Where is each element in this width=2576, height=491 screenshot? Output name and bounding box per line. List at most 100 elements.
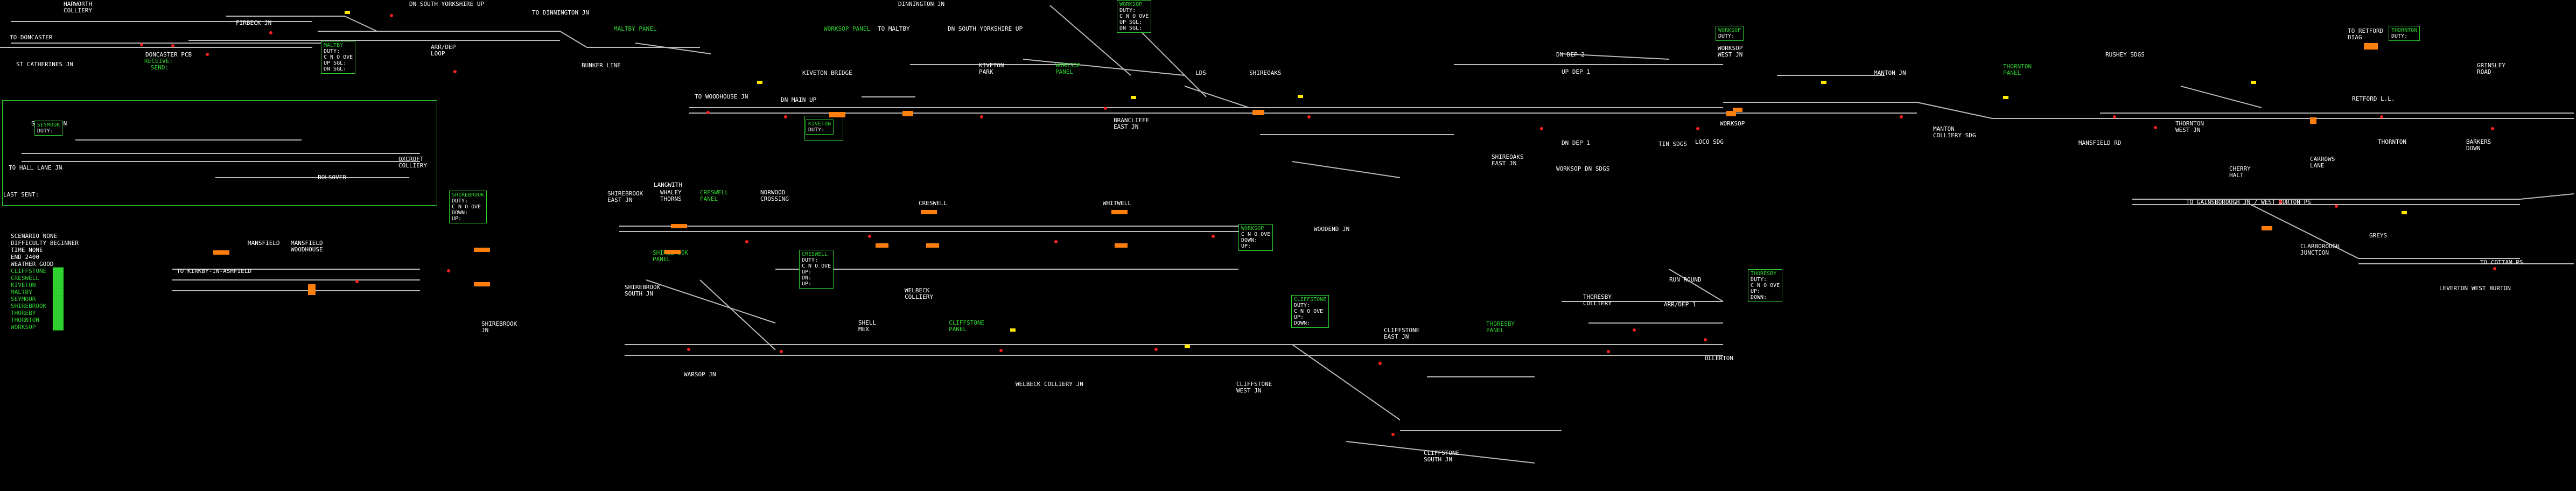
occupied-track-segment[interactable] — [308, 284, 316, 295]
box-entry[interactable]: THOREBY███ — [11, 310, 64, 317]
signal-red-icon[interactable] — [2154, 126, 2157, 129]
panel-duty: DUTY: — [1751, 277, 1767, 283]
signal-red-icon[interactable] — [2113, 115, 2116, 118]
track-segment — [699, 279, 776, 350]
occupied-track-segment[interactable] — [1733, 108, 1742, 112]
occupied-track-segment[interactable] — [213, 250, 229, 255]
signal-red-icon[interactable] — [390, 14, 393, 17]
occupied-track-segment[interactable] — [671, 224, 687, 228]
signal-yellow-icon[interactable] — [1821, 81, 1826, 84]
signal-red-icon[interactable] — [1054, 240, 1058, 243]
signal-red-icon[interactable] — [687, 348, 690, 351]
box-entry[interactable]: THORNTON███ — [11, 317, 64, 324]
occupied-track-segment[interactable] — [2262, 226, 2272, 230]
signal-red-icon[interactable] — [868, 235, 871, 238]
signal-red-icon[interactable] — [1104, 107, 1107, 110]
signal-yellow-icon[interactable] — [1298, 95, 1303, 98]
signal-yellow-icon[interactable] — [1185, 345, 1190, 348]
box-entry[interactable]: SEYMOUR███ — [11, 296, 64, 303]
signal-red-icon[interactable] — [1696, 127, 1699, 130]
signal-red-icon[interactable] — [1212, 235, 1215, 238]
occupied-track-segment[interactable] — [1726, 111, 1736, 116]
signal-red-icon[interactable] — [1540, 127, 1543, 130]
signal-yellow-icon[interactable] — [2251, 81, 2256, 84]
signal-yellow-icon[interactable] — [2402, 211, 2407, 214]
signal-red-icon[interactable] — [780, 350, 783, 353]
track-segment — [2519, 193, 2574, 200]
occupied-track-segment[interactable] — [902, 111, 913, 116]
signal-red-icon[interactable] — [1704, 338, 1707, 341]
occupied-track-segment[interactable] — [829, 112, 845, 117]
panel-row: DOWN: — [1751, 294, 1767, 300]
signal-red-icon[interactable] — [171, 44, 174, 47]
location-label-west-burton: WEST BURTON — [2472, 285, 2511, 292]
signal-red-icon[interactable] — [447, 269, 450, 272]
signal-red-icon[interactable] — [1391, 433, 1395, 436]
occupied-track-segment[interactable] — [2310, 117, 2316, 124]
occupied-track-segment[interactable] — [1111, 210, 1128, 214]
box-duty-indicator: ███ — [53, 268, 64, 275]
signal-red-icon[interactable] — [269, 31, 272, 34]
box-entry[interactable]: CRESWELL███ — [11, 275, 64, 282]
location-label-harworth: HARWORTH COLLIERY — [64, 1, 92, 14]
box-entry[interactable]: MALTBY███ — [11, 289, 64, 296]
location-label-to-gainsborough: TO GAINSBOROUGH JN / WEST BURTON PS — [2186, 199, 2311, 206]
signal-red-icon[interactable] — [999, 349, 1003, 352]
signal-red-icon[interactable] — [1633, 328, 1636, 332]
occupied-track-segment[interactable] — [876, 243, 888, 248]
signal-red-icon[interactable] — [206, 53, 209, 56]
signal-red-icon[interactable] — [784, 115, 787, 118]
signal-red-icon[interactable] — [980, 115, 983, 118]
signal-red-icon[interactable] — [1378, 362, 1382, 365]
signal-red-icon[interactable] — [2279, 200, 2282, 204]
signal-red-icon[interactable] — [1307, 115, 1311, 118]
signal-red-icon[interactable] — [453, 70, 457, 73]
location-label-greys: GREYS — [2369, 232, 2388, 239]
occupied-track-segment[interactable] — [474, 282, 490, 286]
location-label-worksop-panel-b: WORKSOP PANEL — [1055, 62, 1081, 75]
signal-red-icon[interactable] — [2493, 267, 2496, 270]
signal-yellow-icon[interactable] — [2003, 96, 2008, 99]
box-entry[interactable]: KIVETON███ — [11, 282, 64, 289]
occupied-track-segment[interactable] — [664, 250, 681, 254]
signal-red-icon[interactable] — [1900, 115, 1903, 118]
signal-red-icon[interactable] — [2491, 127, 2494, 130]
signal-yellow-icon[interactable] — [757, 81, 762, 84]
signal-red-icon[interactable] — [140, 43, 143, 46]
signal-yellow-icon[interactable] — [345, 11, 350, 14]
location-label-cliffstone-west: CLIFFSTONE WEST JN — [1236, 381, 1272, 394]
signal-red-icon[interactable] — [2380, 115, 2383, 118]
occupied-track-segment[interactable] — [921, 210, 937, 214]
location-label-thornton-panel: THORNTON PANEL — [2003, 63, 2032, 76]
occupied-track-segment[interactable] — [474, 248, 490, 252]
signal-red-icon[interactable] — [355, 280, 359, 283]
signal-red-icon[interactable] — [1607, 350, 1610, 353]
signal-red-icon[interactable] — [706, 111, 710, 114]
box-entry[interactable]: WORKSOP███ — [11, 324, 64, 331]
occupied-track-segment[interactable] — [926, 243, 939, 248]
box-duty-indicator: ███ — [53, 289, 64, 296]
signal-red-icon[interactable] — [1154, 348, 1158, 351]
box-entry[interactable]: SHIREBROOK███ — [11, 303, 64, 310]
occupied-track-segment[interactable] — [2364, 43, 2378, 50]
signal-red-icon[interactable] — [745, 240, 748, 243]
box-entry[interactable]: CLIFFSTONE███ — [11, 268, 64, 275]
signal-red-icon[interactable] — [2335, 205, 2338, 208]
signal-yellow-icon[interactable] — [1131, 96, 1136, 99]
occupied-track-segment[interactable] — [1115, 243, 1128, 248]
occupied-track-segment[interactable] — [1252, 110, 1264, 115]
signal-yellow-icon[interactable] — [1010, 328, 1016, 332]
panel-row: UP: — [1241, 243, 1251, 249]
location-label-cliffstone-south: CLIFFSTONE SOUTH JN — [1424, 450, 1460, 463]
